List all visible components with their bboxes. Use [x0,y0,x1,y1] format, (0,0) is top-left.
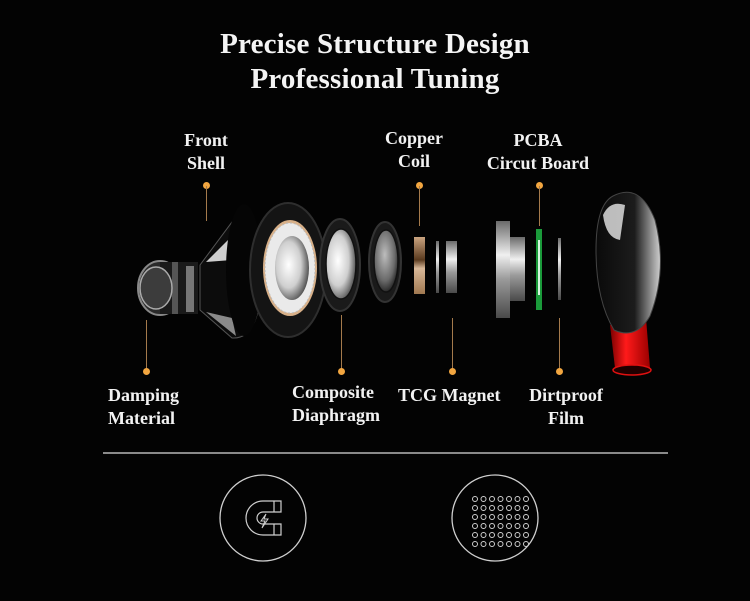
earphone-exploded-view [130,185,670,385]
section-divider [103,452,668,454]
magnet-icon [219,474,309,564]
copper-coil-leader [419,186,420,226]
dirtproof-leader [559,318,560,371]
label-copper-coil: Copper Coil [385,128,443,171]
composite-diaphragm-part [319,218,361,312]
front-shell-leader [206,186,207,221]
damping-leader [146,320,147,372]
pcba-leader [539,186,540,226]
diaphragm-leader [341,315,342,371]
copper-coil-part [414,237,425,294]
label-composite-diaphragm: Composite Diaphragm [292,382,381,425]
copper-coil-dot [416,182,423,189]
pcba-dot [536,182,543,189]
dirtproof-dot [556,368,563,375]
large-diaphragm-part [249,202,327,338]
dirtproof-film-part [558,238,561,300]
damping-dot [143,368,150,375]
rear-shell-part [595,191,661,376]
label-front-shell: Front Shell [184,130,228,173]
damping-material-part [137,260,198,316]
magnet-dot [449,368,456,375]
label-damping-material: Damping Material [108,385,180,428]
label-tcg-magnet: TCG Magnet [398,385,501,405]
title-line-1: Precise Structure Design [220,28,530,60]
label-pcba: PCBA Circut Board [486,130,590,173]
diaphragm-dot [338,368,345,375]
front-shell-part [199,204,263,339]
title-line-2: Professional Tuning [250,63,500,95]
front-shell-dot [203,182,210,189]
magnet-leader [452,318,453,371]
label-dirtproof-film: Dirtproof Film [529,385,603,428]
mesh-grid-icon [451,474,541,564]
second-diaphragm-part [368,221,402,303]
tcg-magnet-part [496,221,525,318]
